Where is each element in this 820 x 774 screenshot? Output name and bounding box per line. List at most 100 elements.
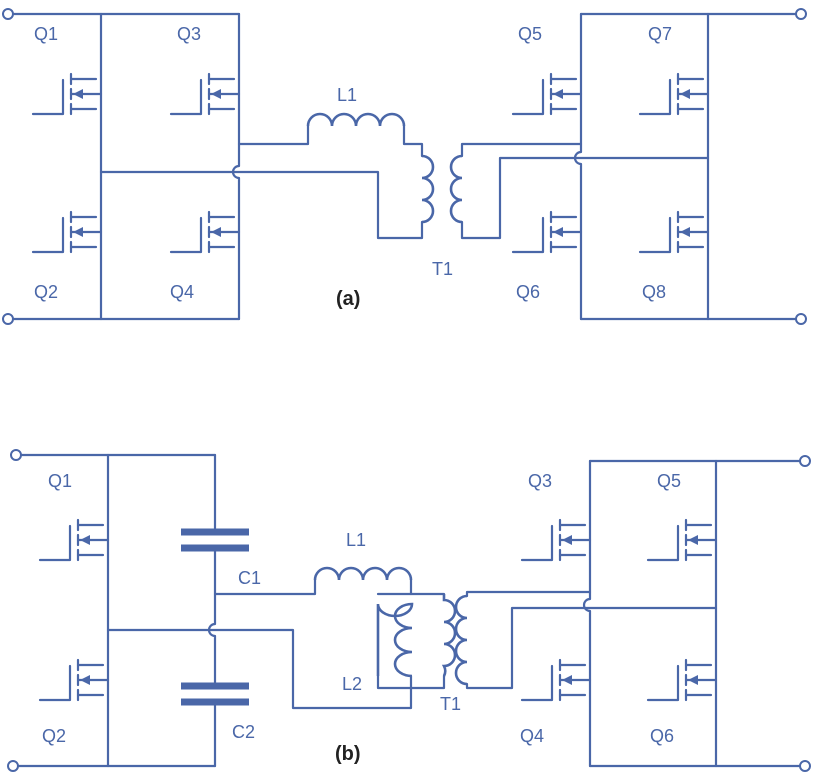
a-mosfet-q2-body-arrow bbox=[73, 227, 83, 237]
a-mosfet-q7-body-arrow bbox=[680, 89, 690, 99]
a-label-q5: Q5 bbox=[518, 24, 542, 44]
b-mosfet-q1-gate-lead bbox=[38, 524, 72, 562]
b-label-c1: C1 bbox=[238, 568, 261, 588]
a-label-q6: Q6 bbox=[516, 282, 540, 302]
b-label-q6: Q6 bbox=[650, 726, 674, 746]
b-smid-to-tank bbox=[106, 628, 413, 710]
a-terminal-bottom-left bbox=[2, 313, 14, 325]
a-left-leg-2 bbox=[231, 12, 241, 321]
a-mosfet-q5 bbox=[511, 72, 583, 116]
b-mosfet-q5 bbox=[646, 518, 718, 562]
b-label-q2: Q2 bbox=[42, 726, 66, 746]
a-terminal-top-right bbox=[795, 8, 807, 20]
a-mosfet-q4-body-arrow bbox=[211, 227, 221, 237]
b-transformer-primary-coil bbox=[441, 594, 457, 677]
b-mosfet-q6 bbox=[646, 658, 718, 702]
a-t1-to-mid2 bbox=[460, 156, 710, 240]
a-label-q2: Q2 bbox=[34, 282, 58, 302]
b-right-leg-1 bbox=[582, 459, 592, 768]
b-label-q4: Q4 bbox=[520, 726, 544, 746]
b-t1-to-mid2 bbox=[465, 606, 718, 690]
b-terminal-top-right bbox=[799, 455, 811, 467]
a-mosfet-q5-body-arrow bbox=[553, 89, 563, 99]
b-label-t1: T1 bbox=[440, 694, 461, 714]
a-l1-to-t1 bbox=[402, 124, 424, 158]
b-label-c2: C2 bbox=[232, 722, 255, 742]
b-mosfet-q1 bbox=[38, 518, 110, 562]
b-terminal-top-left bbox=[10, 449, 22, 461]
a-mosfet-q3-body-arrow bbox=[211, 89, 221, 99]
a-label-q8: Q8 bbox=[642, 282, 666, 302]
circuit-a-wires bbox=[11, 12, 803, 321]
b-mosfet-q3-gate-lead bbox=[520, 524, 554, 562]
b-label-q5: Q5 bbox=[657, 471, 681, 491]
a-mosfet-q6 bbox=[511, 210, 583, 254]
a-label-q3: Q3 bbox=[177, 24, 201, 44]
b-mosfet-q6-gate-lead bbox=[646, 664, 680, 702]
b-mosfet-q1-body-arrow bbox=[80, 535, 90, 545]
a-mosfet-q7 bbox=[638, 72, 710, 116]
a-mosfet-q4-gate-lead bbox=[169, 216, 203, 254]
a-label-q1: Q1 bbox=[34, 24, 58, 44]
a-mosfet-q7-gate-lead bbox=[638, 78, 672, 116]
a-mosfet-q6-gate-lead bbox=[511, 216, 545, 254]
a-label-q4: Q4 bbox=[170, 282, 194, 302]
b-mosfet-q5-gate-lead bbox=[646, 524, 680, 562]
b-cap-leg-mid bbox=[207, 548, 217, 687]
a-terminal-top-left bbox=[2, 8, 14, 20]
a-mosfet-q1 bbox=[31, 72, 103, 116]
a-mosfet-q2-gate-lead bbox=[31, 216, 65, 254]
b-label-l2: L2 bbox=[342, 674, 362, 694]
a-mosfet-q5-gate-lead bbox=[511, 78, 545, 116]
a-mosfet-q8 bbox=[638, 210, 710, 254]
a-transformer-primary-coil bbox=[421, 154, 435, 224]
b-transformer-secondary-coil bbox=[454, 594, 468, 686]
b-mosfet-q2 bbox=[38, 658, 110, 702]
a-caption: (a) bbox=[336, 288, 360, 310]
b-mosfet-q3-body-arrow bbox=[562, 535, 572, 545]
a-label-l1: L1 bbox=[337, 85, 357, 105]
b-inductor-l2-coil bbox=[376, 602, 414, 678]
a-mosfet-q8-gate-lead bbox=[638, 216, 672, 254]
b-label-l1: L1 bbox=[346, 530, 366, 550]
a-label-q7: Q7 bbox=[648, 24, 672, 44]
b-cmid-to-l1 bbox=[213, 578, 317, 596]
b-label-q1: Q1 bbox=[48, 471, 72, 491]
a-mosfet-q3 bbox=[169, 72, 241, 116]
b-mosfet-q2-gate-lead bbox=[38, 664, 72, 702]
a-mid1-to-l1 bbox=[237, 124, 310, 146]
a-mosfet-q1-body-arrow bbox=[73, 89, 83, 99]
a-mosfet-q3-gate-lead bbox=[169, 78, 203, 116]
a-label-t1: T1 bbox=[432, 259, 453, 279]
b-terminal-bottom-right bbox=[799, 760, 811, 772]
a-terminal-bottom-right bbox=[795, 313, 807, 325]
a-mid2-to-t1 bbox=[99, 170, 424, 240]
b-mosfet-q4-body-arrow bbox=[562, 675, 572, 685]
a-mosfet-q8-body-arrow bbox=[680, 227, 690, 237]
circuit-b-wires bbox=[11, 453, 807, 768]
a-inductor-l1-coil bbox=[306, 112, 406, 127]
b-mosfet-q6-body-arrow bbox=[688, 675, 698, 685]
b-label-q3: Q3 bbox=[528, 471, 552, 491]
b-mosfet-q4 bbox=[520, 658, 592, 702]
b-terminal-bottom-left bbox=[7, 760, 19, 772]
b-inductor-l1-coil bbox=[313, 566, 413, 581]
b-mosfet-q5-body-arrow bbox=[688, 535, 698, 545]
b-caption: (b) bbox=[335, 743, 361, 765]
a-right-leg-1 bbox=[573, 12, 583, 321]
b-l2-bottom-to-t1 bbox=[376, 674, 446, 690]
a-mosfet-q4 bbox=[169, 210, 241, 254]
a-t1-to-mid1 bbox=[460, 142, 583, 158]
a-mosfet-q6-body-arrow bbox=[553, 227, 563, 237]
b-mosfet-q2-body-arrow bbox=[80, 675, 90, 685]
circuit-b: Q1 Q2 Q3 Q5 Q4 Q6 C1 C2 L1 L2 T1 (b) bbox=[7, 449, 811, 772]
a-mosfet-q1-gate-lead bbox=[31, 78, 65, 116]
a-mosfet-q2 bbox=[31, 210, 103, 254]
b-t1-to-mid1 bbox=[465, 590, 592, 598]
b-mosfet-q3 bbox=[520, 518, 592, 562]
a-transformer-secondary-coil bbox=[449, 154, 463, 224]
b-mosfet-q4-gate-lead bbox=[520, 664, 554, 702]
circuit-a: Q1 Q3 Q2 Q4 Q5 Q7 Q6 Q8 L1 T1 (a) bbox=[2, 8, 807, 325]
b-l1-to-l2-top bbox=[376, 578, 413, 596]
